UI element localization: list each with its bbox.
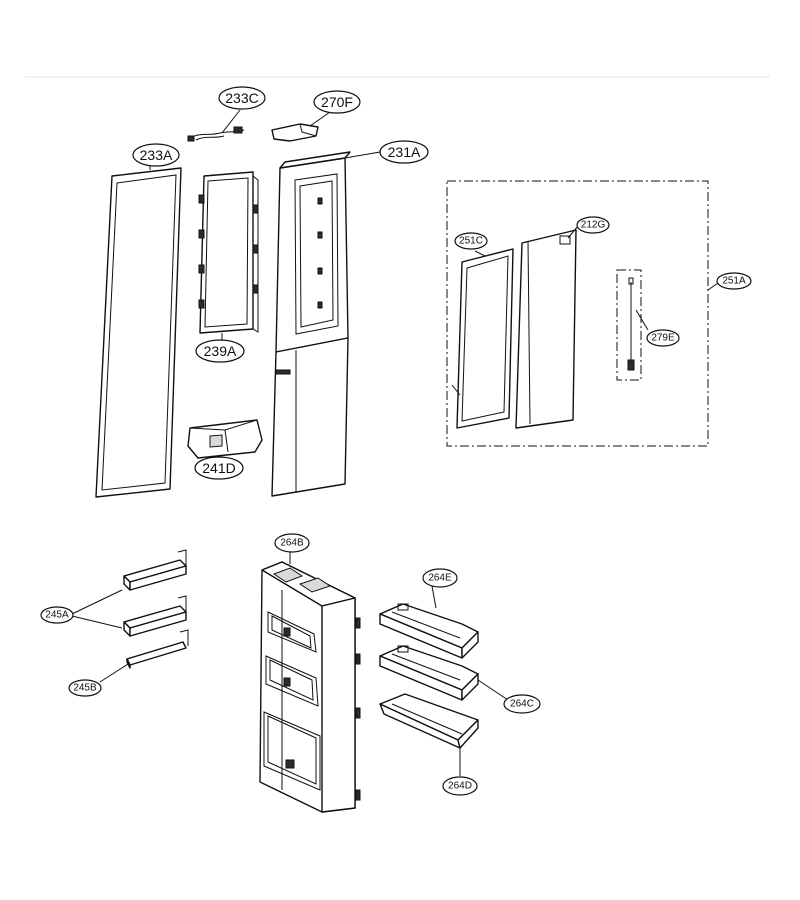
leader-251a-inner [451, 384, 461, 396]
callout-270f[interactable]: 270F [313, 90, 361, 114]
callout-245b-label: 245B [73, 683, 97, 694]
callout-241d[interactable]: 241D [194, 456, 244, 480]
callout-245b[interactable]: 245B [68, 679, 102, 697]
part-241d-door-basket[interactable] [187, 419, 263, 459]
part-264b-door-liner[interactable] [259, 561, 361, 813]
callout-264b-label: 264B [280, 538, 304, 549]
leader-245a-lower [71, 615, 123, 629]
callout-270f-label: 270F [321, 94, 353, 110]
callout-251c-label: 251C [459, 236, 483, 247]
part-279e-hinge-pin-group[interactable] [616, 269, 642, 381]
part-239a-liner-frame[interactable] [198, 171, 259, 334]
callout-231a-label: 231A [388, 144, 421, 160]
callout-264d-label: 264D [448, 781, 472, 792]
callout-239a[interactable]: 239A [195, 339, 245, 363]
callout-233a-label: 233A [140, 147, 173, 163]
leader-245a-upper [71, 589, 123, 615]
leader-264e [431, 585, 437, 609]
leader-212g [567, 225, 579, 239]
leader-264c [477, 679, 509, 701]
callout-233a[interactable]: 233A [132, 143, 180, 167]
part-245a-bin-lower[interactable] [123, 595, 187, 637]
callout-245a-label: 245A [45, 610, 69, 621]
callout-241d-label: 241D [202, 460, 235, 476]
part-270f-hinge-cover[interactable] [271, 123, 319, 142]
part-251c-gasket[interactable] [456, 248, 514, 429]
callout-251a-label: 251A [722, 276, 746, 287]
part-212g-door-panel[interactable] [515, 229, 577, 429]
leader-270f [309, 111, 331, 127]
part-245a-bin-upper[interactable] [123, 549, 187, 591]
callout-233c[interactable]: 233C [218, 86, 266, 110]
callout-251a[interactable]: 251A [716, 272, 752, 290]
callout-264c-label: 264C [510, 699, 534, 710]
callout-264b[interactable]: 264B [274, 533, 310, 553]
leader-231a [344, 151, 381, 159]
callout-264c[interactable]: 264C [503, 694, 541, 714]
part-233c-wire-harness[interactable] [187, 126, 245, 142]
callout-245a[interactable]: 245A [40, 606, 74, 624]
callout-251c[interactable]: 251C [454, 232, 488, 250]
part-264e-door-shelf[interactable] [379, 603, 479, 659]
callout-264e-label: 264E [428, 573, 452, 584]
callout-279e[interactable]: 279E [646, 329, 680, 347]
callout-239a-label: 239A [204, 343, 237, 359]
part-264d-door-bin[interactable] [379, 693, 479, 749]
leader-251c [474, 250, 486, 257]
part-233a-door-gasket[interactable] [95, 167, 182, 498]
callout-279e-label: 279E [651, 333, 675, 344]
part-231a-door-assembly[interactable] [271, 151, 351, 497]
callout-264d[interactable]: 264D [442, 776, 478, 796]
callout-212g-label: 212G [581, 220, 606, 231]
leader-233c [221, 109, 241, 134]
callout-233c-label: 233C [225, 90, 258, 106]
part-264c-door-shelf[interactable] [379, 645, 479, 701]
part-245b-rail[interactable] [126, 629, 189, 669]
callout-212g[interactable]: 212G [576, 216, 610, 234]
leader-251a [707, 282, 719, 291]
assembly-251a-boundary [446, 180, 709, 447]
callout-231a[interactable]: 231A [379, 140, 429, 164]
leader-279e [635, 309, 649, 331]
leader-245b [99, 663, 129, 683]
callout-264e[interactable]: 264E [422, 568, 458, 588]
